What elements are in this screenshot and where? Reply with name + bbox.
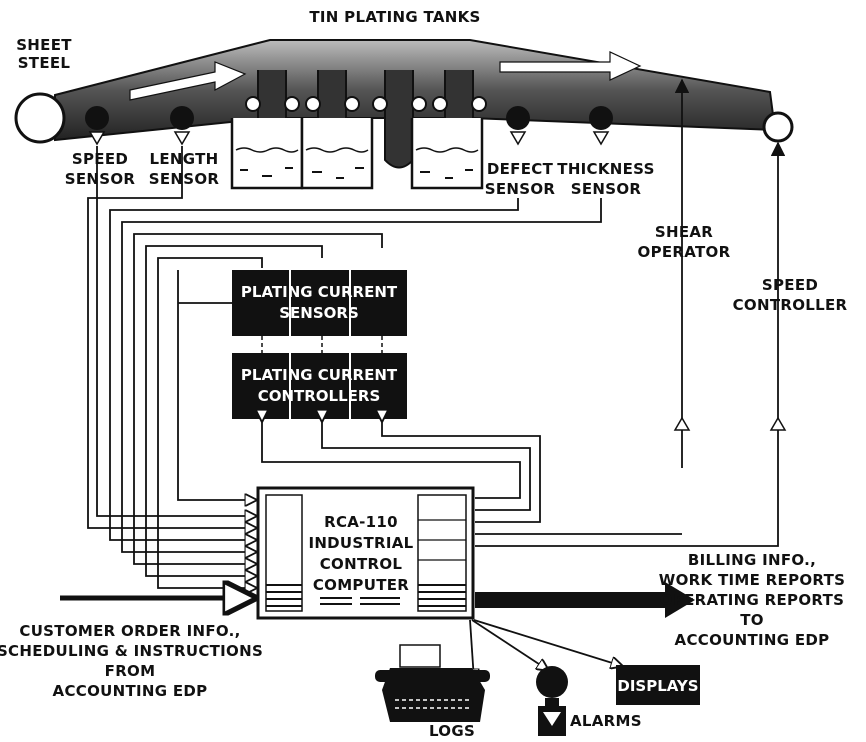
billing-label-3: OPERATING REPORTS	[660, 591, 844, 609]
plating-current-sensors-box	[232, 270, 407, 336]
speed-sensor	[85, 106, 109, 146]
billing-label-2: WORK TIME REPORTS	[659, 571, 845, 589]
customer-label-1: CUSTOMER ORDER INFO.,	[19, 622, 240, 640]
speed-sensor-label-1: SPEED	[72, 150, 128, 168]
billing-label-5: ACCOUNTING EDP	[675, 631, 830, 649]
takeup-roller	[762, 111, 794, 143]
speed-sensor-label-2: SENSOR	[65, 170, 136, 188]
speed-controller-label-1: SPEED	[762, 276, 818, 294]
computer-label-1: RCA-110	[324, 513, 398, 531]
logs-label: LOGS	[429, 722, 475, 740]
defect-sensor	[506, 106, 530, 146]
computer-label-2: INDUSTRIAL	[308, 534, 413, 552]
billing-output-arrow	[475, 582, 695, 618]
belt-arrow-right	[499, 51, 642, 81]
shear-operator-label-2: OPERATOR	[638, 243, 731, 261]
sensor-input-wires	[87, 146, 602, 588]
defect-sensor-label-1: DEFECT	[487, 160, 554, 178]
sheet-steel-label-1: SHEET	[16, 36, 72, 54]
plating-current-sensors-label-2: SENSORS	[279, 304, 359, 322]
customer-label-2: SCHEDULING & INSTRUCTIONS	[0, 642, 263, 660]
shear-operator-label-1: SHEAR	[655, 223, 713, 241]
billing-label-4: TO	[740, 611, 764, 629]
plating-current-controllers-label-2: CONTROLLERS	[258, 387, 381, 405]
belt-arrow-left	[129, 61, 247, 101]
speed-controller-label-2: CONTROLLER	[733, 296, 848, 314]
alarm-bell-icon	[536, 666, 568, 736]
length-sensor	[170, 106, 194, 146]
computer-output-wires	[262, 421, 779, 547]
defect-sensor-label-2: SENSOR	[485, 180, 556, 198]
typewriter-icon	[375, 644, 490, 722]
computer-label-3: CONTROL	[320, 555, 403, 573]
alarms-label: ALARMS	[570, 712, 642, 730]
plating-current-sensors-label-1: PLATING CURRENT	[241, 283, 398, 301]
computer-label-4: COMPUTER	[313, 576, 409, 594]
thickness-sensor	[589, 106, 613, 146]
thickness-sensor-label-2: SENSOR	[571, 180, 642, 198]
customer-label-4: ACCOUNTING EDP	[53, 682, 208, 700]
sheet-steel-label-2: STEEL	[18, 54, 71, 72]
thickness-sensor-label-1: THICKNESS	[557, 160, 654, 178]
rca-110-computer	[256, 486, 475, 620]
length-sensor-label-1: LENGTH	[150, 150, 219, 168]
diagram-title: TIN PLATING TANKS	[309, 8, 480, 26]
tin-plating-tanks	[230, 118, 484, 190]
feed-roller	[14, 92, 66, 144]
customer-label-3: FROM	[105, 662, 156, 680]
billing-label-1: BILLING INFO.,	[688, 551, 816, 569]
length-sensor-label-2: SENSOR	[149, 170, 220, 188]
plating-current-controllers-label-1: PLATING CURRENT	[241, 366, 398, 384]
displays-box	[616, 665, 700, 705]
displays-label: DISPLAYS	[617, 677, 698, 695]
plating-current-controllers-box	[232, 353, 407, 419]
